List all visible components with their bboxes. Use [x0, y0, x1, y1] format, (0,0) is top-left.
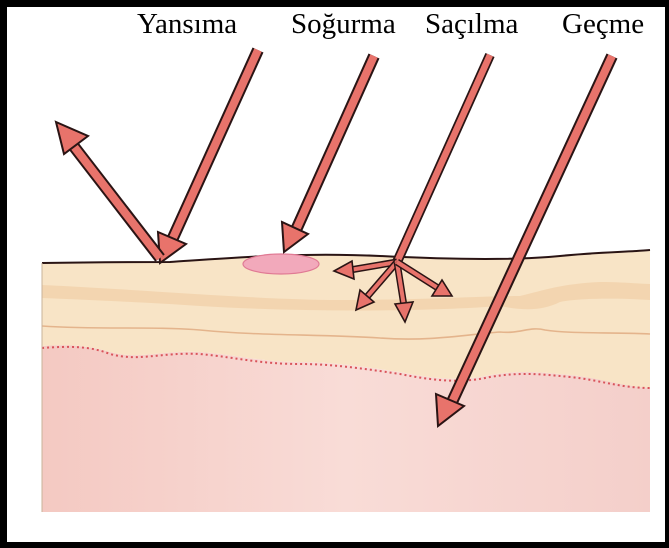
reflection-arrows — [56, 50, 258, 263]
scattering-incoming-arrow — [397, 55, 490, 262]
transmission-label: Geçme — [562, 10, 644, 39]
skin-cross-section — [42, 250, 650, 512]
absorption-label: Soğurma — [291, 10, 396, 39]
reflection-incoming-arrow — [158, 50, 258, 263]
reflection-outgoing-arrow — [56, 122, 160, 258]
absorption-spot — [243, 254, 319, 274]
scattering-label: Saçılma — [425, 10, 518, 39]
absorption-arrow — [282, 56, 374, 252]
reflection-label: Yansıma — [137, 10, 237, 39]
